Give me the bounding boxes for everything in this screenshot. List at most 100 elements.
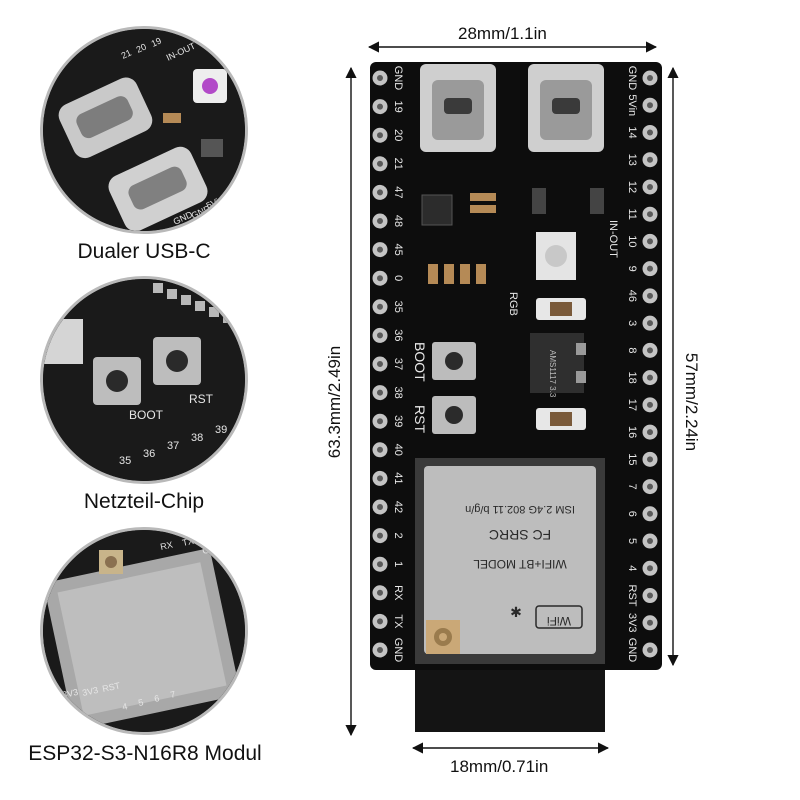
pin-label: RST — [626, 585, 638, 607]
pin-label: RX — [392, 585, 404, 601]
module-closeup-label: 7 — [169, 689, 176, 700]
pin-hole — [377, 475, 383, 482]
pin-hole — [377, 618, 383, 625]
pin-label: 48 — [392, 215, 404, 227]
pin-hole — [647, 347, 653, 354]
pin-label: 37 — [392, 358, 404, 370]
pin-label: 1 — [392, 561, 404, 567]
usb-closeup: 21 20 19 IN-OUT GND GND 5Vin 14 — [40, 26, 248, 234]
pin-label: 8 — [626, 347, 638, 353]
buttons-closeup-image: BOOT RST 35 36 37 38 39 — [43, 279, 245, 481]
module-closeup-image: 3V3 3V3 RST 4 5 6 7 RX TX GND — [43, 530, 245, 732]
pin-label: 47 — [392, 186, 404, 198]
module-closeup-label: RST — [101, 680, 121, 694]
pin-label: GND — [392, 638, 404, 663]
wifi-logo: WiFi — [547, 614, 571, 628]
usb-chip — [421, 194, 453, 226]
pin-label: 14 — [626, 126, 638, 138]
pin-hole — [647, 401, 653, 408]
rgb-led — [536, 232, 576, 280]
antenna-area — [415, 660, 605, 732]
pin-hole — [377, 389, 383, 396]
buttons-closeup-label: 37 — [167, 440, 179, 452]
regulator-text: AMS1117 3.3 — [548, 350, 557, 398]
module-text: WIFI+BT MODEL — [473, 557, 567, 571]
pin-hole — [647, 429, 653, 436]
usb-closeup-label: 21 — [120, 48, 133, 61]
right-height-label: 57mm/2.24in — [682, 352, 701, 452]
module-closeup-label: 4 — [121, 701, 128, 712]
pin-hole — [377, 418, 383, 425]
bottom-width-label: 18mm/0.71in — [450, 757, 549, 776]
feature-caption-usb: Dualer USB-C — [77, 240, 211, 263]
pin-label: 15 — [626, 453, 638, 465]
pin-hole — [377, 75, 383, 81]
buttons-closeup-label: 36 — [143, 448, 155, 460]
pin-label: 40 — [392, 444, 404, 456]
pin-hole — [377, 361, 383, 367]
pin-label: 16 — [626, 426, 638, 438]
pin-hole — [377, 332, 383, 339]
feature-caption-module: ESP32-S3-N16R8 Modul — [28, 742, 262, 765]
pin-hole — [647, 183, 653, 190]
pin-hole — [647, 647, 653, 653]
module-closeup-label: 5 — [137, 697, 144, 708]
pin-label: 20 — [392, 129, 404, 141]
pin-hole — [377, 218, 383, 224]
module-closeup-label: 6 — [153, 693, 160, 704]
rst-button[interactable] — [432, 396, 476, 434]
module-text: FC SRRC — [489, 527, 551, 543]
pin-label: 11 — [626, 208, 638, 219]
pin-label: 13 — [626, 154, 638, 166]
right-pin-header: GND5Vin141312111094638181716157654RST3V3… — [626, 66, 658, 662]
pin-label: 3V3 — [626, 613, 638, 633]
module-closeup-label: 3V3 — [81, 685, 99, 698]
module-closeup: 3V3 3V3 RST 4 5 6 7 RX TX GND — [40, 527, 248, 735]
pin-hole — [647, 156, 653, 163]
pin-hole — [647, 592, 653, 599]
pin-hole — [647, 456, 653, 463]
pin-hole — [377, 160, 383, 167]
pin-hole — [377, 132, 383, 139]
pin-label: 9 — [626, 266, 638, 272]
pin-hole — [647, 211, 653, 218]
pin-hole — [377, 446, 383, 453]
pin-hole — [377, 647, 383, 653]
usb-closeup-label: 19 — [150, 36, 163, 49]
pin-label: TX — [392, 614, 404, 629]
pin-hole — [377, 561, 383, 568]
pin-hole — [377, 275, 383, 282]
pin-hole — [377, 103, 383, 110]
pin-hole — [647, 129, 653, 136]
pin-hole — [647, 483, 653, 490]
pin-hole — [377, 246, 383, 253]
esp32-module: WIFI+BT MODEL FC SRRC ISM 2.4G 802.11 b/… — [415, 458, 605, 664]
boot-label: BOOT — [412, 342, 428, 382]
feature-caption-power: Netzteil-Chip — [83, 490, 205, 513]
rst-label: RST — [412, 405, 428, 433]
buttons-closeup-label: RST — [189, 392, 214, 406]
esp32-board: GND1920214748450353637383940414221RXTXGN… — [370, 62, 662, 732]
pin-label: 5Vin — [626, 94, 638, 116]
pin-hole — [377, 189, 383, 196]
pin-label: 19 — [392, 100, 404, 112]
pin-label: 39 — [392, 415, 404, 427]
pin-hole — [647, 75, 653, 81]
pin-label: 5 — [626, 538, 638, 544]
module-closeup-label: RX — [159, 540, 173, 552]
pin-label: 38 — [392, 386, 404, 398]
diode — [590, 188, 604, 214]
buttons-closeup-label: 35 — [119, 455, 131, 467]
pin-label: 45 — [392, 243, 404, 255]
buttons-closeup-label: 38 — [191, 432, 203, 444]
pin-hole — [647, 102, 653, 109]
usb-closeup-label: 20 — [135, 42, 148, 55]
pin-hole — [647, 292, 653, 299]
pin-label: GND — [626, 66, 638, 91]
boot-button[interactable] — [432, 342, 476, 380]
pin-hole — [647, 565, 653, 572]
rgb-label: RGB — [507, 292, 519, 316]
pin-hole — [647, 265, 653, 272]
buttons-closeup-label: 39 — [215, 424, 227, 436]
diode — [532, 188, 546, 214]
